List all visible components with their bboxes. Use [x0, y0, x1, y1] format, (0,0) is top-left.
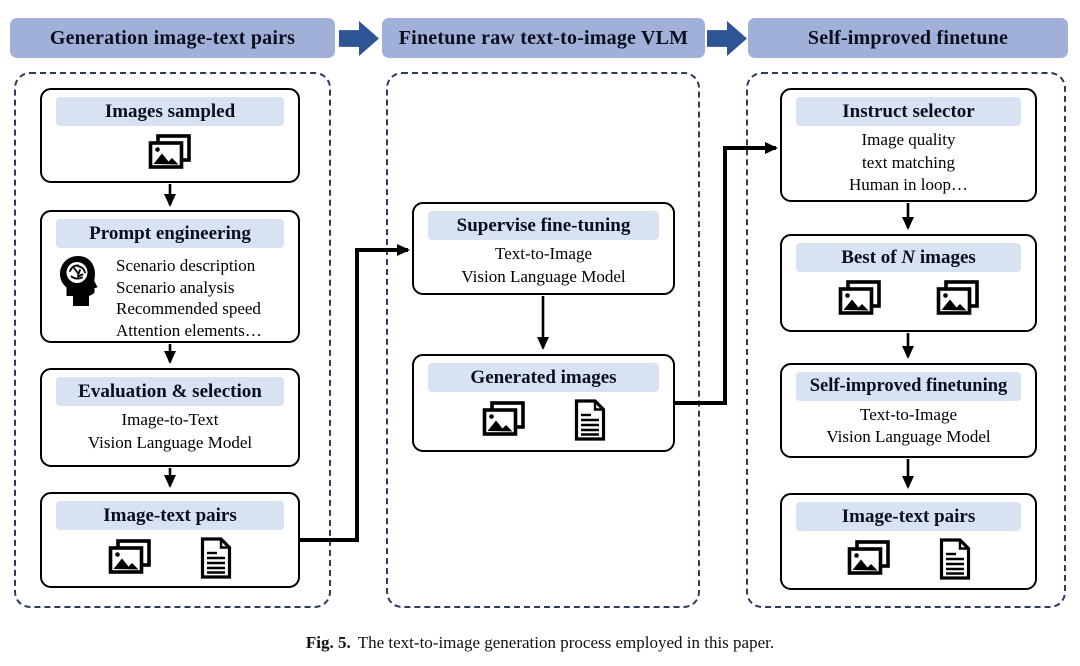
box-title: Evaluation & selection — [56, 377, 284, 407]
box-instruct-selector: Instruct selector Image quality text mat… — [780, 88, 1037, 202]
box-line: Vision Language Model — [87, 432, 253, 452]
box-line: Image quality — [861, 130, 956, 150]
flow-arrow-icon — [339, 21, 379, 56]
stage-banner-label: Generation image-text pairs — [49, 26, 296, 49]
box-line: Text-to-Image — [495, 244, 592, 264]
stage-banner-label: Self-improved finetune — [807, 26, 1009, 49]
box-title-variable: N — [901, 247, 916, 268]
box-line: Scenario description — [116, 256, 256, 276]
figure-caption: Fig. 5. The text-to-image generation proc… — [0, 633, 1080, 653]
box-best-of-n-images: Best of N images — [780, 234, 1037, 332]
document-icon — [200, 537, 232, 580]
box-line: Human in loop… — [849, 174, 968, 194]
box-title: Image-text pairs — [56, 501, 284, 531]
box-title: Images sampled — [56, 97, 284, 127]
box-title-text: Best of — [841, 247, 902, 268]
photos-icon — [838, 280, 881, 316]
stage-banner-label: Finetune raw text-to-image VLM — [398, 26, 689, 49]
stage-banner-finetune: Finetune raw text-to-image VLM — [382, 18, 705, 58]
stage-panel-finetune — [386, 72, 700, 608]
box-title: Best of N images — [796, 243, 1021, 273]
document-icon — [574, 399, 605, 442]
figure-caption-text: The text-to-image generation process emp… — [357, 633, 775, 652]
box-line: Scenario analysis — [116, 277, 235, 297]
brain-icon — [60, 256, 98, 307]
flow-arrow-icon — [707, 21, 747, 56]
box-line: Image-to-Text — [121, 410, 219, 430]
box-supervise-finetuning: Supervise fine-tuning Text-to-Image Visi… — [412, 202, 675, 295]
box-prompt-engineering: Prompt engineering Scenario description … — [40, 210, 300, 343]
photos-icon — [847, 540, 890, 576]
box-generated-images: Generated images — [412, 354, 675, 452]
document-icon — [939, 538, 970, 581]
box-line: Text-to-Image — [860, 404, 957, 424]
box-title: Self-improved finetuning — [796, 372, 1021, 401]
box-self-improved-finetuning: Self-improved finetuning Text-to-Image V… — [780, 363, 1037, 458]
box-title: Supervise fine-tuning — [428, 211, 659, 241]
box-title-text: images — [915, 247, 976, 268]
photos-icon — [148, 134, 191, 170]
box-image-text-pairs-1: Image-text pairs — [40, 492, 300, 588]
photos-icon — [108, 539, 151, 575]
box-title: Image-text pairs — [796, 502, 1021, 532]
box-images-sampled: Images sampled — [40, 88, 300, 183]
photos-icon — [936, 280, 979, 316]
stage-banner-self-improved: Self-improved finetune — [748, 18, 1068, 58]
figure-caption-label: Fig. 5. — [305, 633, 351, 652]
stage-banner-generation: Generation image-text pairs — [10, 18, 335, 58]
box-line: Vision Language Model — [461, 266, 626, 286]
box-line: Attention elements… — [116, 320, 262, 340]
box-line: text matching — [861, 152, 955, 172]
box-image-text-pairs-2: Image-text pairs — [780, 493, 1037, 590]
box-title: Prompt engineering — [56, 219, 284, 249]
box-title: Generated images — [428, 363, 659, 393]
box-line: Recommended speed — [116, 299, 261, 319]
box-title: Instruct selector — [796, 97, 1021, 127]
photos-icon — [482, 401, 525, 437]
box-line: Vision Language Model — [826, 426, 991, 446]
box-evaluation-selection: Evaluation & selection Image-to-Text Vis… — [40, 368, 300, 467]
